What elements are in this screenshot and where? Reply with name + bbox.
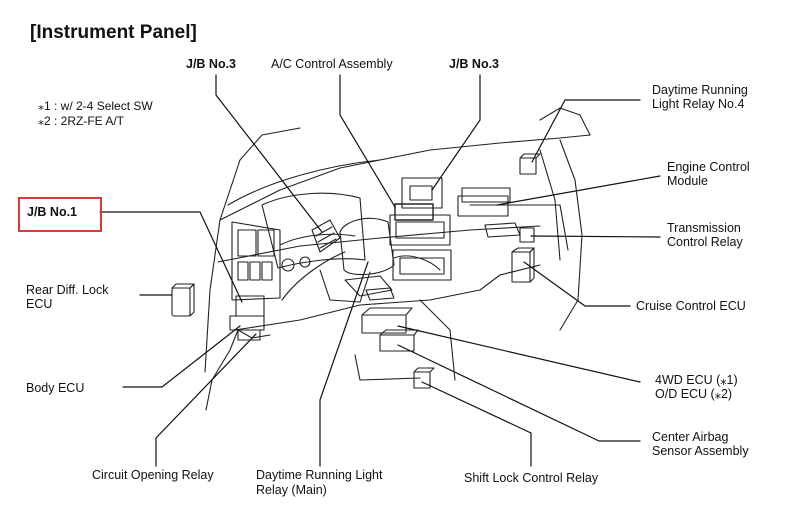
- label-transmission-line1: Transmission: [667, 221, 741, 235]
- label-jb1: J/B No.1: [27, 205, 78, 219]
- label-drl-relay4-line1: Daytime Running: [652, 83, 748, 97]
- footnotes: ⁎1 : w/ 2-4 Select SW ⁎2 : 2RZ-FE A/T: [38, 99, 153, 129]
- label-jb3-right: J/B No.3: [449, 57, 500, 71]
- center-console: [389, 177, 521, 281]
- label-shift-lock: Shift Lock Control Relay: [464, 471, 599, 485]
- dashboard-outline: [204, 107, 591, 411]
- components: [171, 153, 541, 389]
- label-rear-diff-line2: ECU: [26, 297, 53, 311]
- label-ecm-line1: Engine Control: [667, 160, 750, 174]
- steering-wheel: [281, 217, 441, 303]
- label-ac-control: A/C Control Assembly: [271, 57, 393, 71]
- label-4wd-ecu: 4WD ECU (⁎1): [655, 373, 738, 387]
- instrument-cluster: [231, 192, 366, 301]
- label-transmission-line2: Control Relay: [667, 235, 743, 249]
- page-title: [Instrument Panel]: [30, 22, 197, 43]
- label-drl-main-line2: Relay (Main): [256, 483, 327, 497]
- footnote-2: ⁎2 : 2RZ-FE A/T: [38, 114, 125, 128]
- label-airbag-line1: Center Airbag: [652, 430, 729, 444]
- label-drl-main-line1: Daytime Running Light: [256, 468, 383, 482]
- label-rear-diff-line1: Rear Diff. Lock: [26, 283, 109, 297]
- footnote-1: ⁎1 : w/ 2-4 Select SW: [38, 99, 153, 113]
- label-airbag-line2: Sensor Assembly: [652, 444, 749, 458]
- label-jb3-left: J/B No.3: [186, 57, 237, 71]
- highlight-box-jb1: [18, 197, 102, 232]
- label-od-ecu: O/D ECU (⁎2): [655, 387, 733, 401]
- leader-lines: [99, 74, 661, 467]
- label-ecm-line2: Module: [667, 174, 708, 188]
- label-body-ecu: Body ECU: [26, 381, 85, 395]
- label-drl-relay4-line2: Light Relay No.4: [652, 97, 745, 111]
- label-cruise-control: Cruise Control ECU: [636, 299, 746, 313]
- label-circuit-opening-relay: Circuit Opening Relay: [92, 468, 214, 482]
